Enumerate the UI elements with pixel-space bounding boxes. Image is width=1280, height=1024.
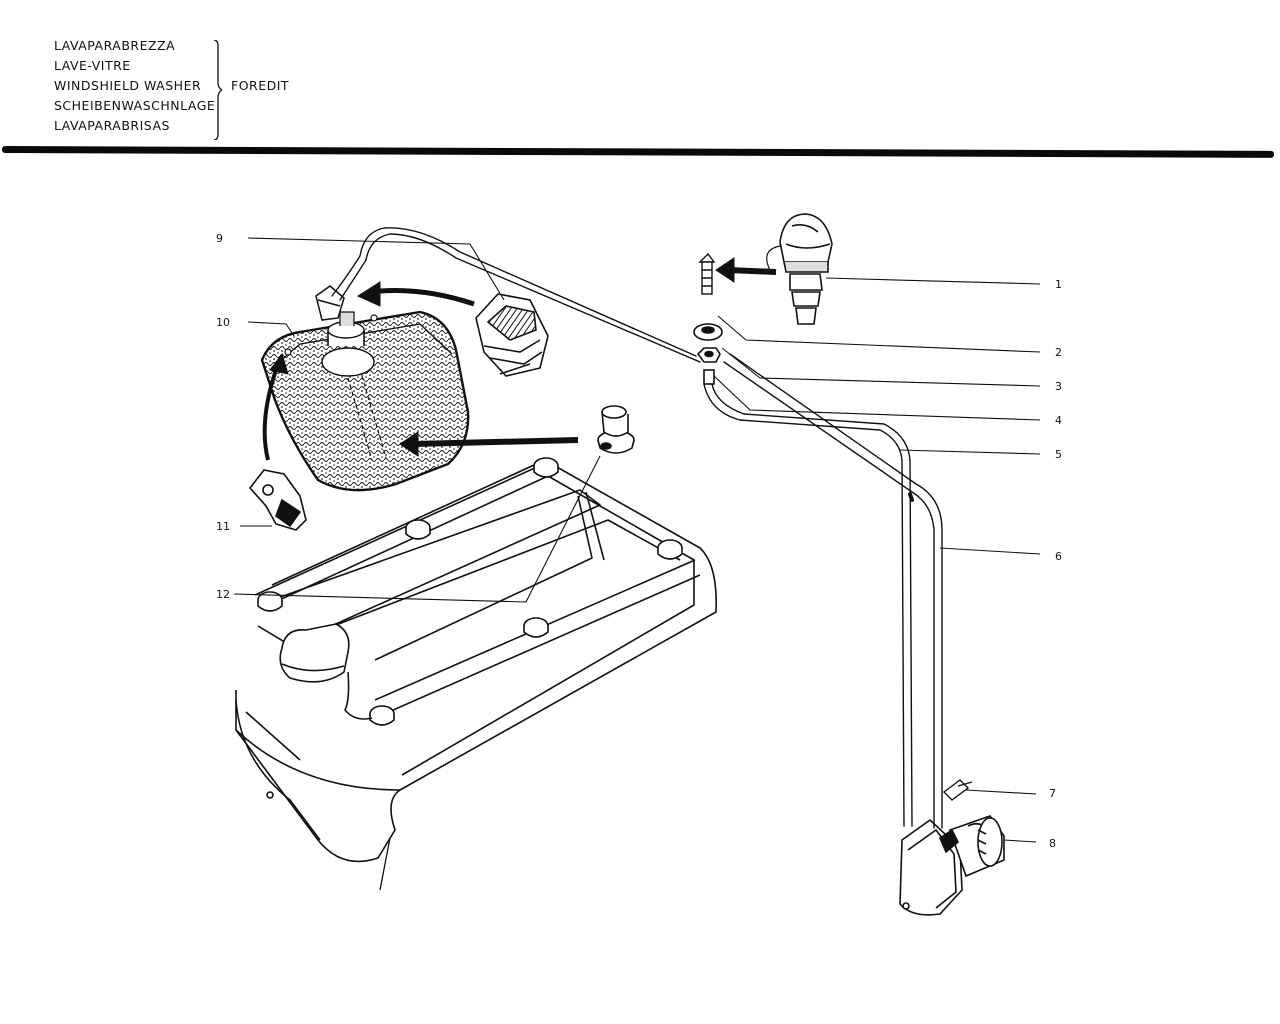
nozzle-jet bbox=[698, 252, 716, 295]
title-spanish: LAVAPARABRISAS bbox=[54, 118, 170, 133]
callout-4: 4 bbox=[1055, 414, 1062, 427]
header-titles: LAVAPARABREZZA LAVE-VITRE WINDSHIELD WAS… bbox=[54, 36, 215, 136]
callout-9: 9 bbox=[216, 232, 223, 245]
leader-5 bbox=[899, 449, 1041, 455]
leader-3 bbox=[721, 347, 1041, 387]
callout-10: 10 bbox=[216, 316, 230, 329]
reservoir-bracket bbox=[248, 469, 307, 531]
callout-numbers: 1 2 3 4 5 6 7 8 9 10 11 12 bbox=[216, 232, 1062, 850]
leader-12 bbox=[233, 455, 601, 603]
rubber-grommet bbox=[597, 405, 635, 454]
callout-3: 3 bbox=[1055, 380, 1062, 393]
callout-5: 5 bbox=[1055, 448, 1062, 461]
washer-pump bbox=[899, 815, 1005, 916]
callout-8: 8 bbox=[1049, 837, 1056, 850]
leader-10 bbox=[247, 321, 295, 337]
callout-7: 7 bbox=[1049, 787, 1056, 800]
leader-lines bbox=[233, 237, 1041, 843]
title-german: SCHEIBENWASCHNLAGE bbox=[54, 98, 216, 113]
callout-11: 11 bbox=[216, 520, 230, 533]
washer-hoses bbox=[331, 227, 943, 829]
title-english: WINDSHIELD WASHER bbox=[54, 78, 202, 93]
nut-part-3 bbox=[696, 347, 721, 363]
leader-2 bbox=[717, 315, 1041, 353]
hose-union-4 bbox=[703, 369, 715, 385]
engine-cover bbox=[235, 457, 717, 891]
leader-1 bbox=[825, 277, 1041, 285]
title-french: LAVE-VITRE bbox=[54, 58, 131, 73]
washer-nozzle bbox=[766, 213, 833, 325]
title-italian: LAVAPARABREZZA bbox=[54, 38, 176, 53]
leader-8 bbox=[1003, 839, 1037, 843]
assembly-arrows bbox=[262, 257, 777, 461]
callout-2: 2 bbox=[1055, 346, 1062, 359]
leader-4 bbox=[713, 375, 1041, 421]
leader-7 bbox=[965, 789, 1037, 795]
leader-9 bbox=[247, 237, 505, 301]
reservoir-cap bbox=[475, 293, 549, 377]
callout-1: 1 bbox=[1055, 278, 1062, 291]
washer-reservoir bbox=[260, 310, 470, 492]
washer-part-2 bbox=[693, 323, 723, 341]
callout-12: 12 bbox=[216, 588, 230, 601]
callout-6: 6 bbox=[1055, 550, 1062, 563]
pump-screw bbox=[942, 779, 973, 801]
source-label: FOREDIT bbox=[231, 78, 290, 93]
reservoir-outlet bbox=[315, 285, 345, 321]
title-bracket bbox=[213, 40, 222, 140]
leader-6 bbox=[939, 547, 1041, 555]
